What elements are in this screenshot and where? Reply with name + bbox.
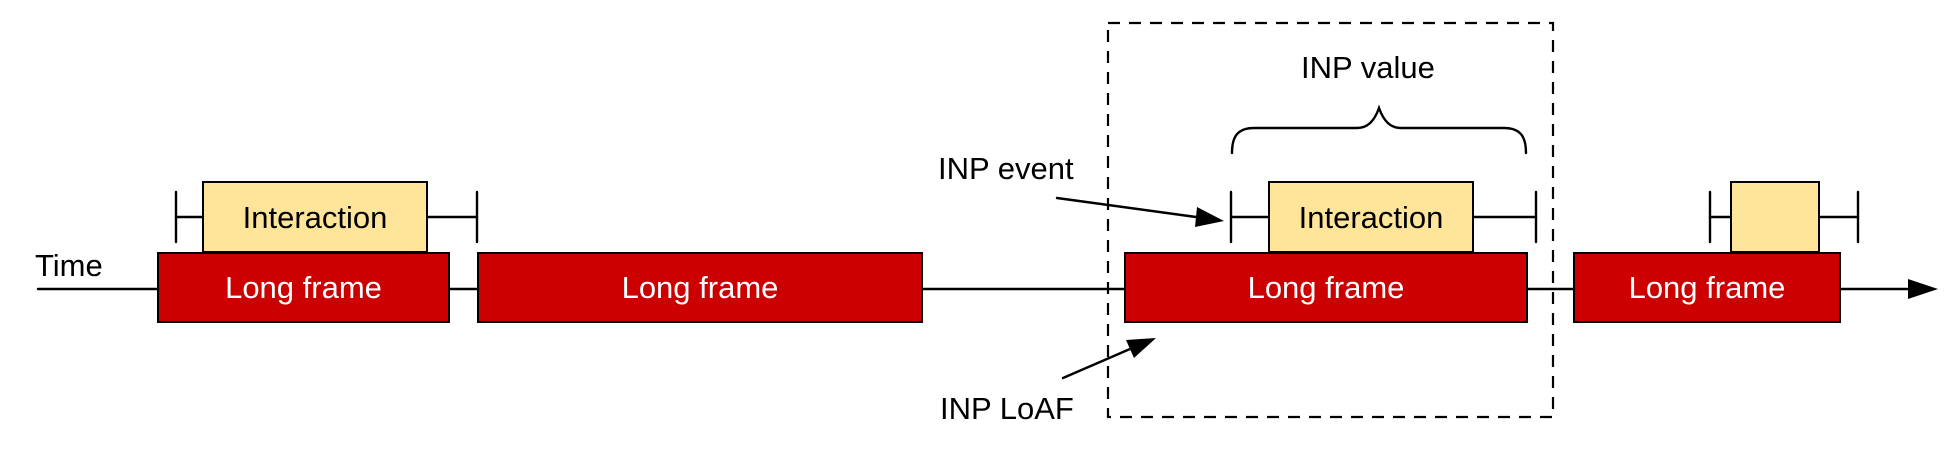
inp-value-label: INP value: [1301, 50, 1435, 85]
long-frame-box-2: Long frame: [477, 252, 923, 323]
inp-loaf-arrowhead-icon: [1126, 338, 1156, 358]
long-frame-box-1: Long frame: [157, 252, 450, 323]
inp-event-arrowhead-icon: [1195, 207, 1224, 227]
long-frame-label: Long frame: [1247, 270, 1405, 305]
time-axis-arrowhead-icon: [1908, 279, 1938, 299]
inp-loaf-dashed-outline: [1106, 21, 1555, 419]
long-frame-label: Long frame: [621, 270, 779, 305]
interaction-label: Interaction: [242, 199, 388, 235]
interaction-label: Interaction: [1298, 199, 1444, 235]
interaction-2-duration-whiskers: [1229, 190, 1538, 244]
interaction-3-duration-whiskers: [1708, 190, 1860, 244]
time-axis-label: Time: [35, 248, 103, 283]
inp-event-label: INP event: [938, 151, 1074, 186]
long-frame-label: Long frame: [225, 270, 382, 305]
inp-value-brace: [1230, 104, 1528, 155]
inp-event-arrow: [1055, 196, 1224, 227]
interaction-box-1: Interaction: [202, 181, 428, 253]
interaction-box-2: Interaction: [1268, 181, 1474, 253]
long-frame-box-4: Long frame: [1573, 252, 1841, 323]
inp-loaf-arrow: [1061, 338, 1156, 380]
interaction-box-3: [1730, 181, 1820, 253]
interaction-1-duration-whiskers: [174, 190, 479, 244]
long-frame-label: Long frame: [1628, 270, 1786, 305]
inp-loaf-label: INP LoAF: [940, 391, 1074, 426]
long-frame-box-3: Long frame: [1124, 252, 1528, 323]
